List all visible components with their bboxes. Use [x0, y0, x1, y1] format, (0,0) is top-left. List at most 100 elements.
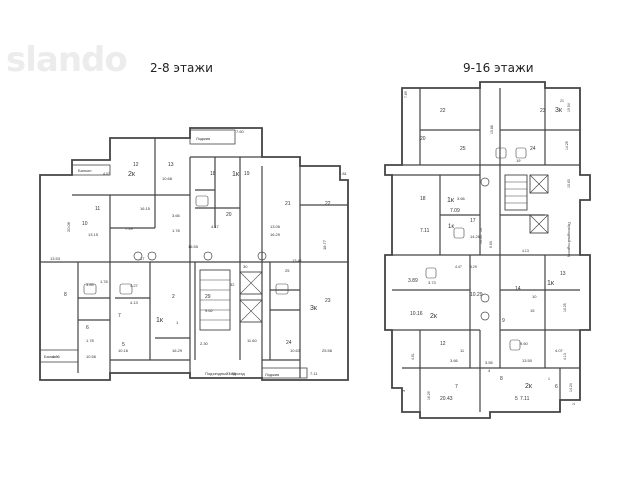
room-number-label: 4.61 [411, 353, 415, 360]
room-number-label: 3.73 [428, 280, 437, 285]
room-number-label: 3.55 [485, 360, 494, 365]
plan-label-apt-1k-b: 1к [448, 224, 454, 230]
room-number-label: 7.35 [228, 371, 237, 376]
room-number-label: 7.11 [520, 396, 530, 402]
room-number-label: 7.49 [125, 226, 134, 231]
room-number-label: 29 [205, 294, 211, 300]
room-number-label: 2.30 [200, 341, 209, 346]
room-number-label: 2 [572, 403, 576, 405]
room-number-label: 10.54 [479, 235, 483, 244]
room-number-label: 8 [500, 376, 503, 382]
room-number-label: 1.78 [86, 338, 95, 343]
room-number-label: 30 [243, 264, 248, 269]
room-number-label: 10.25 [563, 303, 567, 312]
watermark-logo: slando [6, 40, 128, 80]
room-number-label: 10.56 [86, 354, 97, 359]
room-number-label: 10.68 [162, 176, 173, 181]
room-number-label: 13 [168, 162, 174, 168]
room-number-label: 17 [140, 256, 145, 261]
room-number-label: 19 [244, 171, 250, 177]
room-number-label: 19 [516, 158, 521, 163]
room-number-label: 12 [133, 162, 139, 168]
room-number-label: 16 [479, 228, 483, 232]
room-number-label: 9.60 [520, 341, 529, 346]
room-number-label: 10.16 [410, 311, 423, 317]
room-number-label: 9.62 [205, 308, 214, 313]
room-number-label: 5 [515, 396, 518, 402]
room-number-label: 13 [560, 271, 566, 277]
room-number-label: 23 [325, 298, 331, 304]
room-number-label: 3.66 [450, 358, 459, 363]
room-number-label: 18 [420, 196, 426, 202]
room-number-label: 25 [460, 146, 466, 152]
plan-label-apt-2k-a: 2к [430, 313, 438, 320]
room-number-label: 22 [440, 108, 446, 114]
room-number-label: 10.16 [118, 348, 129, 353]
room-number-label: 3 [401, 389, 406, 392]
room-number-label: 15 [530, 308, 535, 313]
heading-floors-9-16: 9-16 этажи [463, 61, 534, 75]
room-number-label: 8 [64, 292, 67, 298]
room-number-label: 10.29 [470, 292, 483, 298]
plan-label-entrance: Переходный подъезд [567, 222, 571, 257]
room-number-label: 2 [172, 294, 175, 300]
room-number-label: 16.29 [270, 232, 281, 237]
room-number-label: 16.15 [140, 206, 151, 211]
plan-label-apt-3k: 3к [310, 305, 318, 312]
room-number-label: 1 [548, 377, 550, 381]
plan-label-loggia-bottom: Лоджия [265, 372, 279, 377]
room-number-label: 4.13 [130, 300, 139, 305]
room-number-label: 16.29 [172, 348, 183, 353]
room-number-label: 13.50 [522, 358, 533, 363]
room-number-label: 6 [86, 325, 89, 331]
plan-label-entrance: Подъездный подъезд [205, 371, 245, 376]
room-number-label: 7 [118, 313, 121, 319]
room-number-label: 24 [286, 340, 292, 346]
room-number-label: 4.07 [103, 172, 110, 176]
plan-label-apt-3k: 3к [555, 107, 563, 114]
room-number-label: 21 [560, 99, 564, 103]
room-number-label: 4.13 [522, 249, 529, 253]
room-number-label: 17 [470, 218, 476, 224]
room-number-label: 20 [226, 212, 232, 218]
room-number-label: 6.60 [489, 241, 493, 248]
plan-label-apt-1k-a: 1к [447, 197, 455, 204]
room-number-label: 21 [285, 201, 291, 207]
room-number-label: 13.41 [292, 258, 303, 263]
room-number-label: 18.77 [322, 239, 327, 250]
room-number-label: 24 [530, 146, 536, 152]
room-number-label: 1.78 [172, 228, 181, 233]
room-number-label: 7.11 [310, 371, 318, 376]
room-number-label: 4 [488, 368, 491, 373]
room-number-label: 25.58 [322, 348, 333, 353]
room-number-label: 7.11 [420, 228, 430, 234]
room-number-label: 4.47 [455, 265, 462, 269]
room-number-label: 1 [176, 320, 179, 325]
room-number-label: 9 [502, 318, 505, 324]
room-number-label: 10.63 [290, 348, 301, 353]
plan-label-balcony-bottom: Балкон [44, 354, 57, 359]
room-number-label: 7.09 [450, 208, 460, 214]
room-number-label: 20 [420, 136, 426, 142]
room-number-label: 1.78 [100, 279, 109, 284]
room-number-label: 5.29 [470, 265, 477, 269]
room-number-label: 6 [555, 384, 558, 390]
room-number-label: 4.27 [130, 283, 139, 288]
room-number-label: 4.07 [555, 348, 564, 353]
room-number-label: 4.17 [211, 224, 220, 229]
room-number-label: 4.06 [52, 354, 61, 359]
room-number-label: 13.15 [88, 232, 99, 237]
room-number-label: 5 [122, 342, 125, 348]
room-number-label: 4.13 [563, 353, 567, 360]
room-number-label: 16.29 [427, 391, 431, 400]
room-number-label: 12 [440, 341, 446, 347]
room-number-label: 14.26 [470, 234, 481, 239]
plan-label-apt-1k-c: 1к [547, 280, 555, 287]
room-number-label: 11 [460, 348, 465, 353]
plan-label-apt-1k-top: 1к [232, 171, 240, 178]
room-number-label: 10 [82, 221, 88, 227]
room-number-label: 3.66 [172, 213, 181, 218]
